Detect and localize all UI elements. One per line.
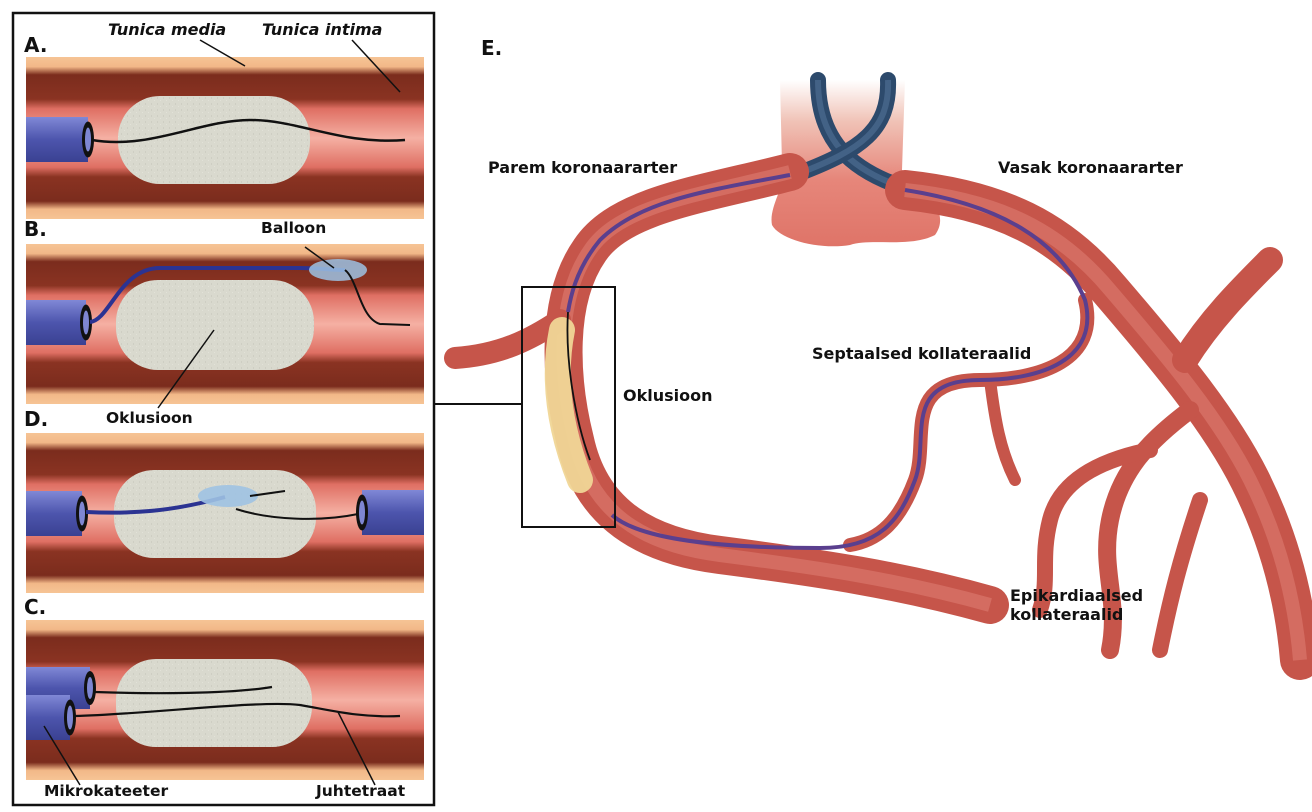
panel-b-occlusion [116,280,314,370]
tunica-intima-label: Tunica intima [262,20,382,39]
panel-c-vessel [26,620,424,785]
septal-collaterals-label: Septaalsed kollateraalid [812,344,1031,363]
lca-branch-lower [1160,500,1200,650]
lca-branch-upper [1185,260,1270,360]
panel-a-vessel [26,40,424,219]
panel-b-vessel [26,244,424,408]
right-coronary-label: Parem koronaararter [488,158,677,177]
panel-a-catheter [26,117,88,162]
panel-e-occlusion-label: Oklusioon [623,386,713,405]
left-coronary-label: Vasak koronaararter [998,158,1183,177]
mikrokateeter-label: Mikrokateeter [44,782,168,800]
panel-d-letter: D. [24,407,48,431]
panel-d-vessel [26,433,424,593]
rca-branch [455,320,560,358]
tunica-media-label: Tunica media [108,20,226,39]
juhtetraat-label: Juhtetraat [316,782,405,800]
septal-branch-1 [990,380,1015,480]
panel-c-letter: C. [24,595,46,619]
panel-d-catheter-right [362,490,424,535]
panel-b-catheter [26,300,86,345]
panel-d-balloon [198,485,258,507]
panel-e-letter: E. [481,36,502,60]
panel-d-occlusion [114,470,316,558]
balloon-label: Balloon [261,219,326,237]
panel-b-occlusion-label: Oklusioon [106,409,193,427]
epicardial-collaterals-label: Epikardiaalsed kollateraalid [1010,586,1130,624]
panel-a-letter: A. [24,33,47,57]
panel-d-catheter-left [26,491,82,536]
panel-b-balloon [309,259,367,281]
panel-b-letter: B. [24,217,47,241]
